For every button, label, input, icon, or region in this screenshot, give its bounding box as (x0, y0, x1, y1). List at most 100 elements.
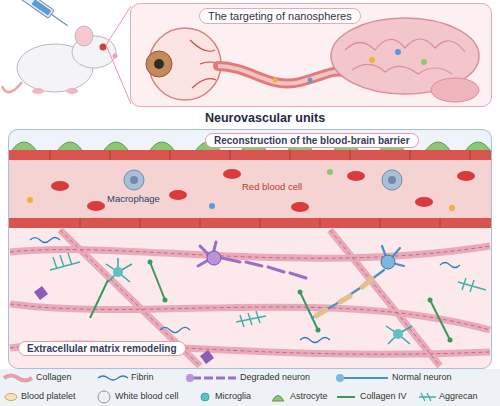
macrophage-nucleus (130, 176, 138, 184)
legend-label: Normal neuron (392, 372, 452, 383)
red-blood-cell (51, 181, 69, 191)
white-blood-cell-sample (98, 391, 110, 403)
eyeball (149, 28, 221, 100)
collagen-twist (10, 230, 490, 366)
platelet-sample (5, 394, 17, 401)
optic-nerve-core (218, 66, 345, 84)
nanosphere (209, 203, 215, 209)
aggrecan (50, 253, 486, 327)
microglia-soma (113, 267, 123, 277)
normal-neuron-soma (381, 255, 395, 269)
cell-label: Macrophage (107, 193, 160, 204)
syringe-needle (51, 14, 67, 25)
collagen-iv-sample (337, 396, 355, 398)
vessel-wall (9, 150, 491, 160)
mouse-ear (75, 26, 93, 46)
macrophage-nucleus (388, 176, 396, 184)
collagen-iv-end (316, 328, 321, 333)
degraded-neuron-sample (186, 374, 194, 382)
nanosphere (308, 78, 313, 83)
myelin-sheath (316, 279, 372, 316)
nanosphere (369, 57, 375, 63)
collagen-iv-end (163, 298, 168, 303)
legend-label: Collagen IV (360, 391, 407, 402)
nanosphere (327, 169, 333, 175)
optic-nerve (218, 66, 345, 84)
macrophage (382, 170, 402, 190)
collagen-iv (90, 262, 450, 340)
syringe-liquid (32, 0, 52, 16)
panel-heading: Neurovascular units (205, 111, 325, 125)
cerebellum (431, 78, 479, 102)
legend-label: Microglia (215, 391, 251, 402)
red-blood-cell (457, 171, 475, 181)
neurovascular-panel: Neurovascular unitsReconstruction of the… (8, 129, 492, 369)
red-blood-cell (87, 201, 105, 211)
pupil (154, 59, 164, 69)
nanosphere (27, 197, 33, 203)
normal-neuron-sample (336, 374, 344, 382)
collagen-iv-ends (148, 260, 453, 343)
normal-neuron (312, 246, 404, 318)
section-label: Reconstruction of the blood-brain barrie… (214, 135, 410, 146)
red-blood-cell (169, 190, 187, 200)
legend-label: Degraded neuron (240, 372, 310, 383)
legend-label: Astrocyte (290, 391, 328, 402)
nanosphere (395, 49, 401, 55)
collagen-sample (4, 376, 32, 381)
legend-label: White blood cell (115, 391, 179, 402)
fibrin (30, 238, 460, 343)
legend-band (0, 369, 500, 406)
red-blood-cell (415, 197, 433, 207)
panel-title: The targeting of nanospheres (199, 8, 361, 24)
section-pill: Reconstruction of the blood-brain barrie… (205, 133, 419, 148)
syringe (14, 0, 71, 30)
targeting-panel: The targeting of nanospheres (130, 3, 492, 107)
red-blood-cell (291, 202, 309, 212)
syringe-barrel (21, 0, 55, 18)
vessel-lumen (9, 160, 491, 218)
collagen-iv-end (148, 260, 153, 265)
normal-neuron-sample (342, 377, 388, 379)
panel-background (8, 129, 492, 369)
mouse-foot (66, 88, 78, 94)
nanosphere (421, 59, 427, 65)
mouse-eye (100, 44, 107, 51)
red-blood-cell (347, 171, 365, 181)
leader-line (106, 6, 131, 45)
fibrin-sample (98, 376, 128, 380)
microglia (106, 258, 132, 282)
section-pill: Extracellular matrix remodeling (18, 341, 186, 356)
section-label: Extracellular matrix remodeling (27, 343, 177, 354)
mouse-nose (113, 54, 118, 59)
microglia-soma (393, 329, 403, 339)
aggrecan-sample (419, 393, 436, 401)
red-blood-cell (223, 169, 241, 179)
microglia (386, 326, 412, 344)
legend-label: Collagen (36, 372, 72, 383)
astrocyte-sample (272, 396, 284, 402)
collagen-iv-end (298, 290, 303, 295)
cell-label: Red blood cell (242, 181, 302, 192)
collagen-iv-end (428, 298, 433, 303)
mouse-tail (2, 82, 22, 92)
endothelial-junctions (50, 150, 470, 228)
collagen-iv-end (448, 338, 453, 343)
nanosphere (273, 78, 278, 83)
degraded-neuron-sample (192, 377, 236, 380)
macrophage (124, 170, 144, 190)
vessel-wall (9, 218, 491, 228)
microglia-sample (201, 393, 209, 401)
collagen-fiber (10, 230, 490, 366)
panel-background (130, 3, 492, 107)
degraded-neuron (198, 242, 306, 278)
parenchyma-band (9, 130, 491, 150)
legend-label: Blood platelet (21, 391, 76, 402)
nanosphere (449, 205, 455, 211)
legend-label: Aggrecan (439, 391, 478, 402)
leader-line (106, 45, 131, 104)
degraded-neuron-soma (207, 251, 221, 265)
iris (146, 51, 172, 77)
legend-label: Fibrin (131, 372, 154, 383)
